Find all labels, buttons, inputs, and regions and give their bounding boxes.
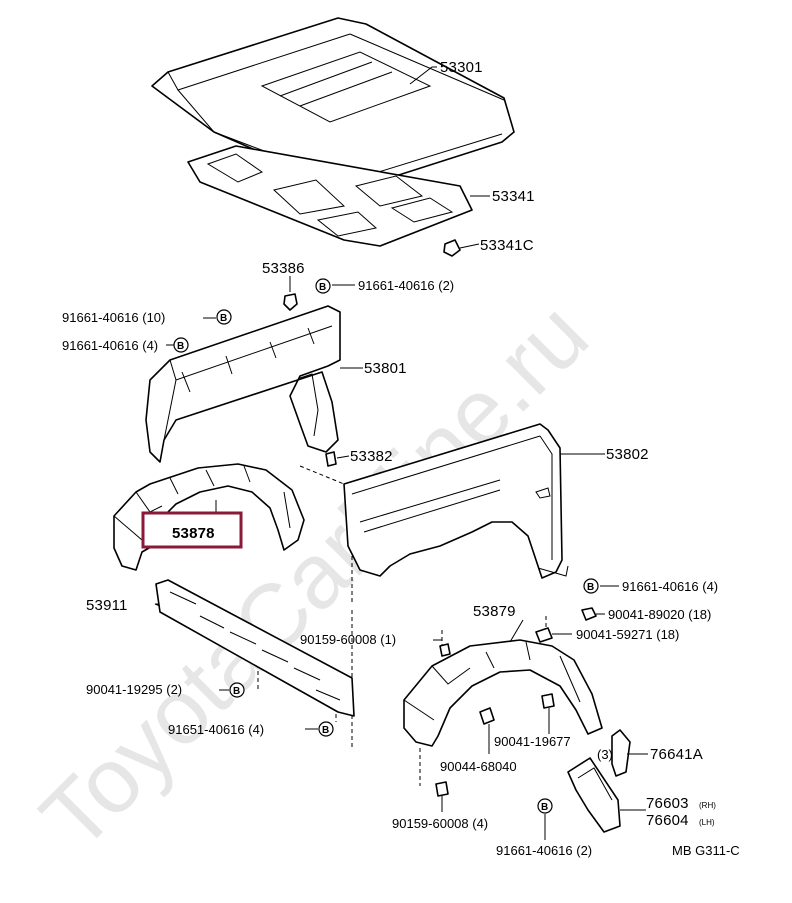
clip-90044-68040[interactable] <box>479 707 495 725</box>
label-76604[interactable]: 76604 <box>646 812 689 829</box>
bolt-marker-b5: B <box>229 682 245 698</box>
svg-text:B: B <box>541 802 548 813</box>
label-90159-60008-4[interactable]: 90159-60008 (4) <box>392 816 488 831</box>
bracket-76641a[interactable] <box>611 729 631 777</box>
bolt-marker-b3: B <box>173 337 189 353</box>
spring-nut-53382[interactable] <box>325 451 337 467</box>
highlight-box-53878 <box>141 511 243 549</box>
label-91661-40616-2-top[interactable]: 91661-40616 (2) <box>358 278 454 293</box>
bolt-marker-b6: B <box>318 721 334 737</box>
seal-53911[interactable] <box>155 579 355 717</box>
label-53802[interactable]: 53802 <box>606 446 649 463</box>
label-91661-40616-10[interactable]: 91661-40616 (10) <box>62 310 165 325</box>
label-90041-19677[interactable]: 90041-19677 <box>494 734 571 749</box>
label-91651-40616[interactable]: 91651-40616 (4) <box>168 722 264 737</box>
svg-text:B: B <box>587 582 594 593</box>
screw-90159-60008-a[interactable] <box>439 643 451 657</box>
label-53386[interactable]: 53386 <box>262 260 305 277</box>
label-53301[interactable]: 53301 <box>440 59 483 76</box>
nut-90041-89020[interactable] <box>581 607 597 621</box>
clip-53341c[interactable] <box>443 239 461 257</box>
label-76604-lh: (LH) <box>699 818 715 827</box>
front-fender-53802[interactable] <box>343 423 569 579</box>
label-53382[interactable]: 53382 <box>350 448 393 465</box>
label-90041-89020[interactable]: 90041-89020 (18) <box>608 607 711 622</box>
label-90044-68040[interactable]: 90044-68040 <box>440 759 517 774</box>
label-90041-19295[interactable]: 90041-19295 (2) <box>86 682 182 697</box>
label-53341[interactable]: 53341 <box>492 188 535 205</box>
drawing-code: MB G311-C <box>672 843 740 858</box>
clip-53386[interactable] <box>283 293 298 311</box>
label-53341c[interactable]: 53341C <box>480 237 534 254</box>
splash-shield-53879[interactable] <box>403 639 603 747</box>
svg-text:B: B <box>322 725 329 736</box>
label-76603[interactable]: 76603 <box>646 795 689 812</box>
label-qty-3: (3) <box>597 747 613 762</box>
bolt-marker-b4: B <box>583 578 599 594</box>
label-90159-60008-1[interactable]: 90159-60008 (1) <box>300 632 396 647</box>
fender-apron-53801[interactable] <box>145 305 341 463</box>
hood-inner-53341[interactable] <box>187 145 473 247</box>
label-91661-40616-2-bottom[interactable]: 91661-40616 (2) <box>496 843 592 858</box>
label-53878[interactable]: 53878 <box>172 525 215 542</box>
svg-text:B: B <box>177 341 184 352</box>
screw-90041-59271[interactable] <box>535 627 553 643</box>
svg-text:B: B <box>220 313 227 324</box>
label-76603-rh: (RH) <box>699 801 716 810</box>
screw-90159-60008-b[interactable] <box>435 781 449 797</box>
screw-90041-19677[interactable] <box>541 693 555 709</box>
bolt-marker-b2: B <box>216 309 232 325</box>
bolt-marker-b7: B <box>537 798 553 814</box>
svg-text:B: B <box>233 686 240 697</box>
label-53801[interactable]: 53801 <box>364 360 407 377</box>
label-91661-40616-4-left[interactable]: 91661-40616 (4) <box>62 338 158 353</box>
mudguard-76603-76604[interactable] <box>567 757 621 833</box>
label-53879[interactable]: 53879 <box>473 603 516 620</box>
label-91661-40616-4-right[interactable]: 91661-40616 (4) <box>622 579 718 594</box>
svg-text:B: B <box>319 282 326 293</box>
label-90041-59271[interactable]: 90041-59271 (18) <box>576 627 679 642</box>
bolt-marker-b1: B <box>315 278 331 294</box>
label-76641a[interactable]: 76641A <box>650 746 703 763</box>
label-53911[interactable]: 53911 <box>86 597 128 614</box>
